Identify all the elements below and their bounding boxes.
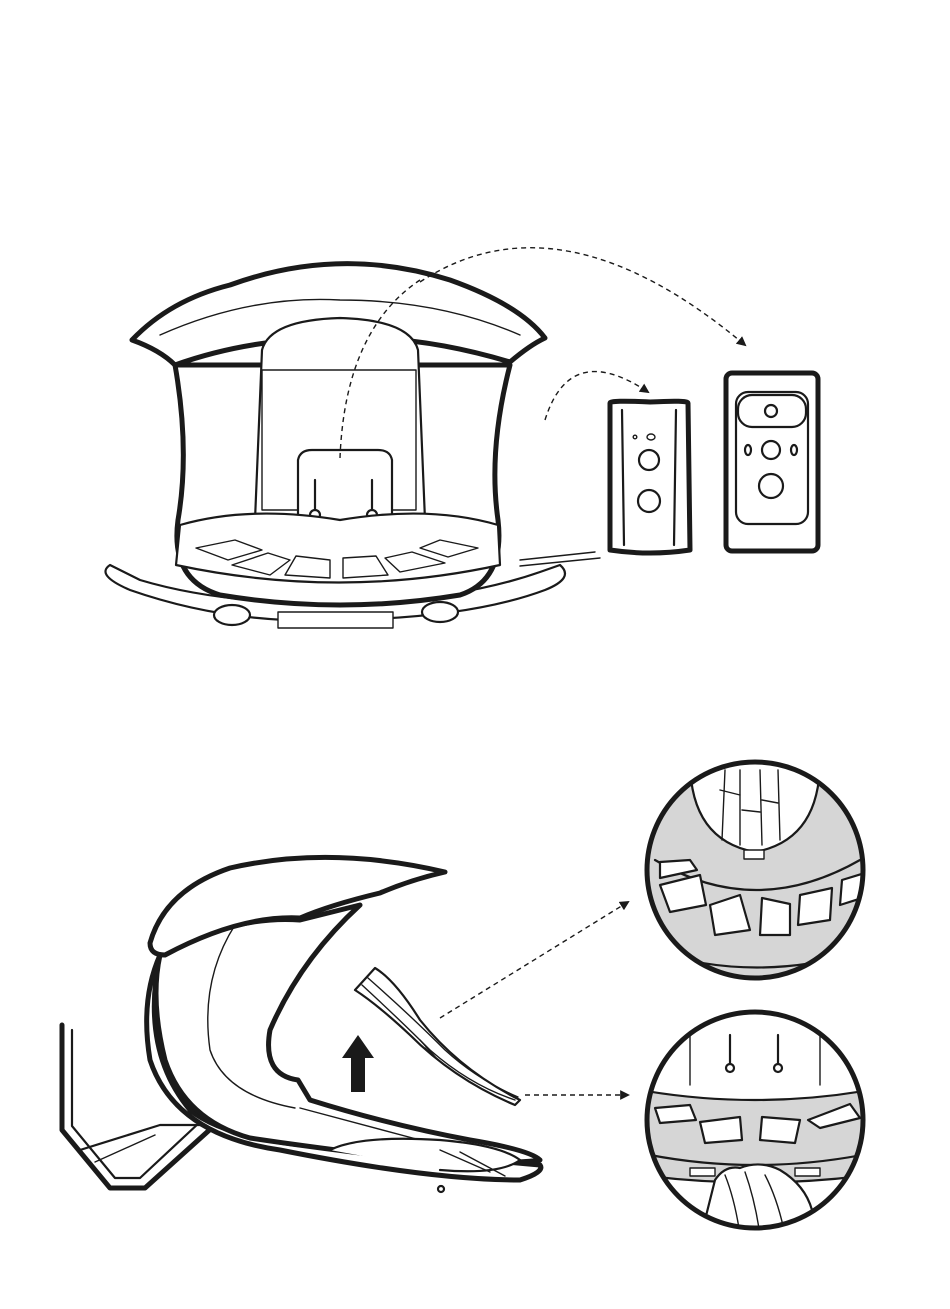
seat-front-view bbox=[106, 264, 601, 628]
pod-button-bottom bbox=[638, 490, 660, 512]
dashed-arrow-to-top-inset bbox=[440, 902, 628, 1018]
remote-control bbox=[726, 373, 818, 551]
control-pod-small bbox=[610, 401, 690, 553]
removable-cushion-panel bbox=[355, 968, 520, 1105]
top-panel bbox=[106, 248, 819, 628]
inset-top bbox=[640, 760, 870, 990]
wheel-left bbox=[214, 605, 250, 625]
solid-up-arrow bbox=[342, 1035, 374, 1092]
remote-button-middle bbox=[762, 441, 780, 459]
remote-button-bottom bbox=[759, 474, 783, 498]
pod-button-top bbox=[639, 450, 659, 470]
bottom-panel bbox=[62, 760, 870, 1240]
seat-side-view bbox=[147, 857, 541, 1192]
seat-shell bbox=[156, 905, 540, 1163]
inset-bottom bbox=[640, 1010, 870, 1240]
wheel-right bbox=[422, 602, 458, 622]
